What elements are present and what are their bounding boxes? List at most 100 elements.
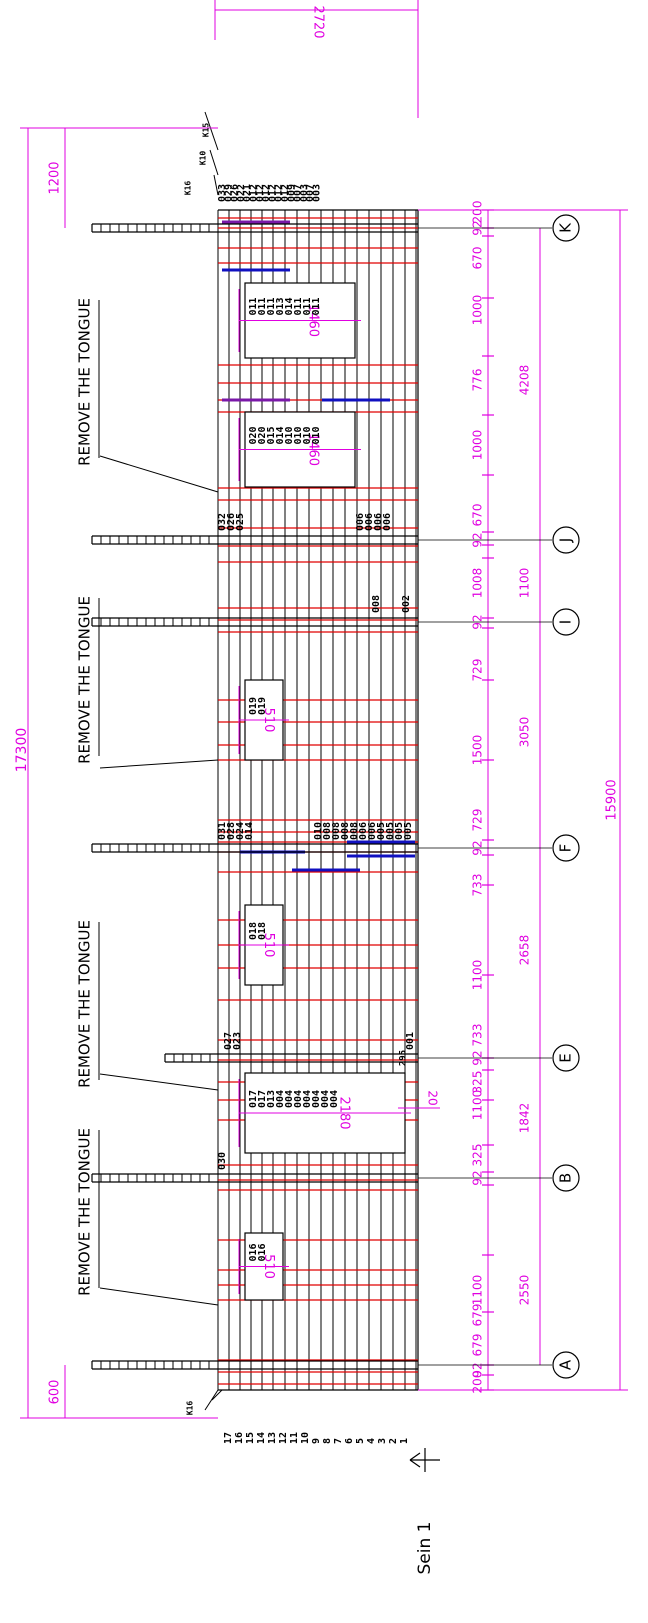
sheet-label: Sein 1 [415,1522,435,1575]
grid-span-label: 4208 [518,365,532,396]
column-part-label: 012 [255,184,266,202]
column-part-label: 026 [226,513,237,531]
drawing-text: 0330290260220210120120120120120120090070… [76,123,440,1575]
grid-axis-label: E [557,1053,575,1062]
segment-dim-label: 670 [471,504,485,527]
column-part-label: 008 [322,822,333,840]
grid-axis-label: F [557,844,575,853]
row-number: 7 [333,1438,344,1444]
segment-dim-label: 1000 [471,430,485,461]
grid-span-label: 1842 [518,1103,532,1134]
column-part-label: 012 [249,184,260,202]
row-number: 9 [311,1438,322,1444]
offset-label: 20 [426,1090,440,1105]
corner-label: K16 [184,181,193,196]
part-label: 016 [248,1243,259,1261]
part-label: 018 [257,922,268,940]
column-part-label: 006 [367,822,378,840]
column-part-label: 023 [232,1032,243,1050]
column-part-label: 033 [217,184,228,202]
corner-step [213,174,219,196]
column-part-label: 001 [405,1032,416,1050]
row-number: 2 [388,1438,399,1444]
corner-step [211,1389,223,1401]
remove-tongue-note: REMOVE THE TONGUE [76,1128,94,1296]
note-leader [99,1073,219,1091]
segment-dim-label: 679 [471,1304,485,1327]
dimension-lines: 1730012006002720202009267967911009232511… [14,0,628,1419]
grid-axis-label: B [557,1173,575,1183]
column-part-label: 006 [373,513,384,531]
grid-span-label: 3050 [518,717,532,748]
note-leader [99,759,219,769]
part-label: 011 [266,297,277,315]
part-label: 017 [248,1090,259,1108]
note-leader [99,1287,219,1306]
part-label: 011 [311,297,322,315]
part-label: 013 [266,1090,277,1108]
column-part-label: 029 [223,184,234,202]
part-label: 014 [284,297,295,315]
row-number: 16 [234,1432,245,1444]
column-part-label: 002 [401,595,412,613]
opening-width-label: 2180 [337,1096,352,1129]
row-number: 1 [399,1438,410,1444]
north-arrow-icon [409,1448,440,1472]
part-label: 020 [257,426,268,444]
column-part-label: 028 [226,822,237,840]
grid-axis-bubble [552,1044,580,1072]
opening-width-label: 1460 [306,433,321,466]
segment-dim-label: 200 [471,1371,485,1394]
corner-step [204,1389,219,1411]
part-label: 013 [275,297,286,315]
part-label: 010 [311,426,322,444]
part-label: 004 [293,1090,304,1108]
column-part-label: 003 [312,184,323,202]
grid-axis-label: J [557,538,575,543]
part-label: 011 [293,297,304,315]
column-part-label: 006 [382,513,393,531]
row-number: 3 [377,1438,388,1444]
column-part-label: 031 [217,822,228,840]
part-label: 019 [248,697,259,715]
segment-dim-label: 729 [471,809,485,832]
part-label: 004 [311,1090,322,1108]
row-number: 12 [278,1432,289,1444]
part-label: 004 [320,1090,331,1108]
column-part-label: 005 [394,822,405,840]
row-number: 14 [256,1432,267,1444]
remove-tongue-note: REMOVE THE TONGUE [76,920,94,1088]
segment-dim-label: 679 [471,1334,485,1357]
grid-axis-bubble [552,834,580,862]
part-label: 010 [284,426,295,444]
wall-structure [204,111,419,1411]
column-part-label: 008 [331,822,342,840]
grid-total-label: 15900 [605,779,620,820]
column-part-label: 027 [223,1032,234,1050]
offset-pos-label: 295 [399,1050,409,1066]
grid-span-label: 2658 [518,935,532,966]
note-leader [99,455,219,493]
column-part-label: 005 [403,822,414,840]
segment-dim-label: 1100 [471,1090,485,1121]
part-label: 014 [275,426,286,444]
row-number: 13 [267,1432,278,1444]
column-part-label: 030 [217,1152,228,1170]
arrow-head [409,1452,421,1468]
part-label: 004 [302,1090,313,1108]
row-number: 4 [366,1438,377,1444]
column-part-label: 008 [371,595,382,613]
part-label: 010 [293,426,304,444]
part-label: 020 [248,426,259,444]
corner-label: K15 [202,123,211,138]
corner-label: K16 [186,1401,195,1416]
grid-axis-bubble [552,526,580,554]
opening-width-label: 1460 [306,304,321,337]
column-part-label: 007 [305,184,316,202]
part-label: 017 [257,1090,268,1108]
row-number: 17 [223,1432,234,1444]
row-number: 15 [245,1432,256,1444]
wall-openings: 1460011011011013014011011011146002002001… [238,282,411,1301]
column-J [91,535,418,545]
corner-label: K10 [199,151,208,166]
